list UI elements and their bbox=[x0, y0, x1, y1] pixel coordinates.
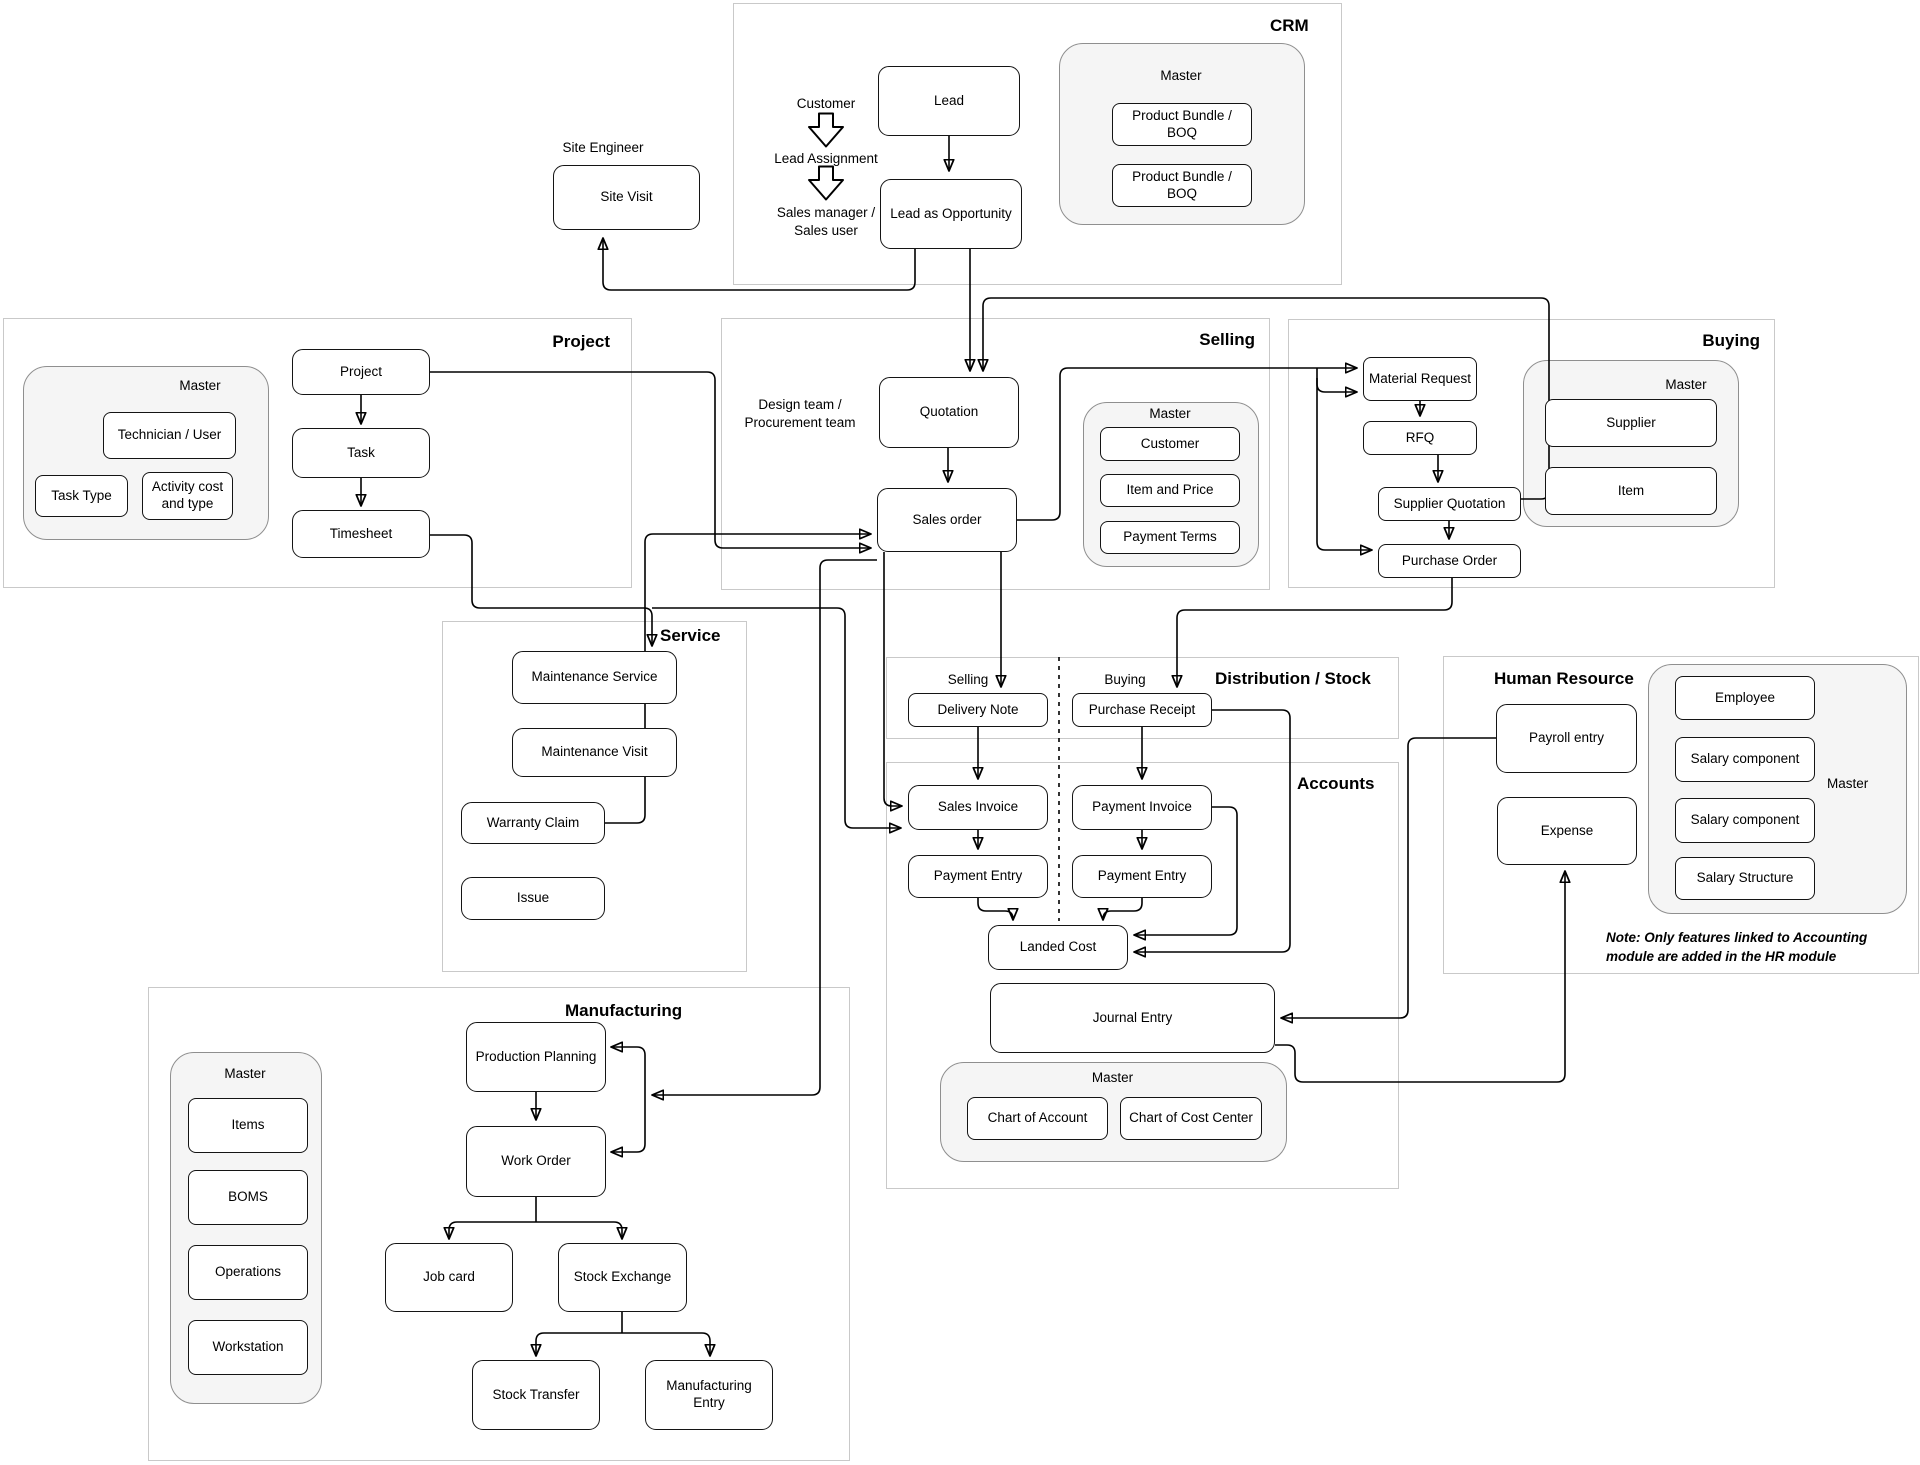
project-master-label: Master bbox=[179, 378, 221, 393]
technician-user-node: Technician / User bbox=[103, 412, 236, 459]
selling-section-label: Selling bbox=[1199, 330, 1255, 349]
distribution-buying-lane-label: Buying bbox=[1104, 672, 1146, 687]
activity-cost-node: Activity cost and type bbox=[142, 472, 233, 520]
items-node: Items bbox=[188, 1098, 308, 1153]
task-type-node: Task Type bbox=[35, 475, 128, 517]
supplier-node: Supplier bbox=[1545, 399, 1717, 447]
landed-cost-node: Landed Cost bbox=[988, 925, 1128, 970]
production-planning-node: Production Planning bbox=[466, 1022, 606, 1092]
task-node: Task bbox=[292, 428, 430, 478]
lead-node: Lead bbox=[878, 66, 1020, 136]
manufacturing-section-label: Manufacturing bbox=[565, 1001, 683, 1020]
item-and-price-node: Item and Price bbox=[1100, 474, 1240, 507]
manufacturing-master-label: Master bbox=[224, 1066, 266, 1081]
accounts-section-label: Accounts bbox=[1297, 774, 1375, 793]
sales-order-node: Sales order bbox=[877, 488, 1017, 552]
lead-assignment-annotation: Lead Assignment bbox=[774, 151, 878, 166]
sales-manager-annotation: Sales manager / Sales user bbox=[776, 205, 876, 238]
hr-note: Note: Only features linked to Accounting… bbox=[1606, 930, 1868, 964]
product-bundle-boq-1-node: Product Bundle / BOQ bbox=[1112, 103, 1252, 146]
material-request-node: Material Request bbox=[1363, 357, 1477, 401]
site-visit-node: Site Visit bbox=[553, 165, 700, 230]
accounts-master-label: Master bbox=[1091, 1070, 1134, 1085]
issue-node: Issue bbox=[461, 877, 605, 920]
boms-node: BOMS bbox=[188, 1170, 308, 1225]
workstation-node: Workstation bbox=[188, 1320, 308, 1375]
hr-master-label: Master bbox=[1827, 776, 1869, 791]
expense-node: Expense bbox=[1497, 797, 1637, 865]
salary-component-1-node: Salary component bbox=[1675, 737, 1815, 782]
lead-as-opportunity-node: Lead as Opportunity bbox=[880, 179, 1022, 249]
timesheet-node: Timesheet bbox=[292, 510, 430, 558]
purchase-receipt-node: Purchase Receipt bbox=[1072, 693, 1212, 727]
payment-entry-selling-node: Payment Entry bbox=[908, 855, 1048, 898]
maintenance-service-node: Maintenance Service bbox=[512, 651, 677, 704]
purchase-order-node: Purchase Order bbox=[1378, 544, 1521, 578]
salary-structure-node: Salary Structure bbox=[1675, 857, 1815, 900]
product-bundle-boq-2-node: Product Bundle / BOQ bbox=[1112, 164, 1252, 207]
distribution-section-label: Distribution / Stock bbox=[1215, 669, 1371, 688]
payment-invoice-node: Payment Invoice bbox=[1072, 785, 1212, 830]
service-section-label: Service bbox=[660, 626, 721, 645]
design-team-annotation: Design team / Procurement team bbox=[744, 397, 856, 430]
manufacturing-entry-node: Manufacturing Entry bbox=[645, 1360, 773, 1430]
project-node: Project bbox=[292, 349, 430, 395]
warranty-claim-node: Warranty Claim bbox=[461, 802, 605, 844]
operations-node: Operations bbox=[188, 1245, 308, 1300]
work-order-node: Work Order bbox=[466, 1126, 606, 1197]
rfq-node: RFQ bbox=[1363, 421, 1477, 455]
customer-annotation: Customer bbox=[796, 96, 856, 111]
salary-component-2-node: Salary component bbox=[1675, 798, 1815, 843]
maintenance-visit-node: Maintenance Visit bbox=[512, 728, 677, 777]
lead-assignment-arrow-icon bbox=[808, 112, 844, 148]
employee-node: Employee bbox=[1675, 676, 1815, 720]
sales-manager-arrow-icon bbox=[808, 165, 844, 201]
buying-section-label: Buying bbox=[1702, 331, 1760, 350]
customer-master-node: Customer bbox=[1100, 427, 1240, 461]
supplier-quotation-node: Supplier Quotation bbox=[1378, 487, 1521, 521]
chart-of-cost-center-node: Chart of Cost Center bbox=[1120, 1097, 1262, 1140]
chart-of-account-node: Chart of Account bbox=[967, 1097, 1108, 1140]
delivery-note-node: Delivery Note bbox=[908, 693, 1048, 727]
quotation-node: Quotation bbox=[879, 377, 1019, 448]
stock-transfer-node: Stock Transfer bbox=[472, 1360, 600, 1430]
journal-entry-node: Journal Entry bbox=[990, 983, 1275, 1053]
sales-invoice-node: Sales Invoice bbox=[908, 785, 1048, 830]
distribution-selling-lane-label: Selling bbox=[947, 672, 989, 687]
payroll-entry-node: Payroll entry bbox=[1496, 704, 1637, 773]
crm-master-label: Master bbox=[1160, 68, 1202, 83]
stock-exchange-node: Stock Exchange bbox=[558, 1243, 687, 1312]
item-node: Item bbox=[1545, 467, 1717, 515]
project-section-label: Project bbox=[552, 332, 610, 351]
buying-master-label: Master bbox=[1665, 377, 1707, 392]
payment-terms-node: Payment Terms bbox=[1100, 521, 1240, 554]
hr-section-label: Human Resource bbox=[1494, 669, 1634, 688]
job-card-node: Job card bbox=[385, 1243, 513, 1312]
site-engineer-annotation: Site Engineer bbox=[562, 140, 644, 155]
selling-master-label: Master bbox=[1149, 406, 1191, 421]
crm-section-label: CRM bbox=[1270, 16, 1309, 35]
payment-entry-buying-node: Payment Entry bbox=[1072, 855, 1212, 898]
